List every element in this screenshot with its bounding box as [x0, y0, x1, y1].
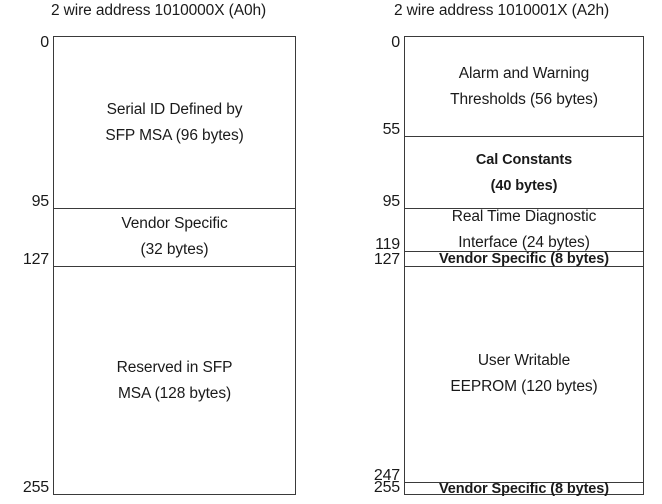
memory-segment-cal-constants: Cal Constants (40 bytes) [405, 136, 643, 208]
segment-label-line: User Writable [477, 352, 571, 370]
segment-label-line: Vendor Specific [121, 215, 228, 233]
segment-label-line: Interface (24 bytes) [458, 234, 590, 252]
address-label-0: 0 [391, 34, 400, 51]
memory-segment-vendor-specific-lower: Vendor Specific (8 bytes) [405, 481, 643, 498]
memory-map-column-a2h: 2 wire address 1010001X (A2h) Alarm and … [331, 0, 662, 504]
memory-segment-serial-id: Serial ID Defined by SFP MSA (96 bytes) [54, 37, 295, 208]
address-label-0: 0 [40, 34, 49, 51]
segment-label-line: Cal Constants [475, 151, 573, 168]
address-label-127: 127 [373, 250, 400, 268]
segment-label-line: (32 bytes) [140, 241, 209, 259]
segment-label-line: Alarm and Warning [458, 64, 590, 82]
address-label-95: 95 [382, 193, 401, 210]
segment-label-line: Serial ID Defined by [106, 100, 243, 118]
segment-label-line: Vendor Specific (8 bytes) [439, 481, 609, 498]
segment-label-line: SFP MSA (96 bytes) [105, 126, 244, 144]
memory-map-box-a0h: Serial ID Defined by SFP MSA (96 bytes) Ve… [53, 36, 296, 495]
address-label-127: 127 [22, 250, 49, 268]
address-label-55: 55 [382, 121, 401, 138]
address-label-247: 247 [373, 466, 400, 484]
segment-label-line: Vendor Specific (8 bytes) [439, 250, 609, 267]
segment-label-line: MSA (128 bytes) [117, 385, 232, 403]
address-label-255: 255 [373, 479, 400, 496]
segment-label-line: (40 bytes) [490, 177, 558, 194]
column-header-a0h: 2 wire address 1010000X (A0h) [50, 2, 267, 19]
memory-segment-reserved: Reserved in SFP MSA (128 bytes) [54, 265, 295, 496]
memory-segment-vendor-specific-upper: Vendor Specific (8 bytes) [405, 250, 643, 267]
memory-map-column-a0h: 2 wire address 1010000X (A0h) Serial ID … [22, 2, 296, 496]
segment-label-line: Reserved in SFP [116, 359, 233, 377]
column-header-a2h: 2 wire address 1010001X (A2h) [393, 2, 610, 19]
segment-label-line: Real Time Diagnostic [451, 208, 597, 226]
address-label-119: 119 [375, 236, 400, 254]
address-label-95: 95 [31, 193, 50, 210]
address-label-255: 255 [22, 479, 49, 496]
memory-segment-vendor-specific: Vendor Specific (32 bytes) [54, 208, 295, 266]
segment-label-line: Thresholds (56 bytes) [450, 90, 598, 108]
segment-label-line: EEPROM (120 bytes) [450, 378, 598, 396]
